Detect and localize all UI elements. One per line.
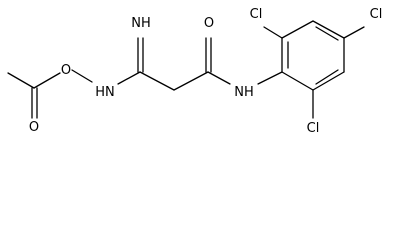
- atom-oxime-o: O: [61, 63, 71, 78]
- atom-acetyl-carbonyl-o: O: [29, 120, 39, 135]
- bond-o-n: [71, 69, 93, 83]
- ring-inner-double-2: [315, 26, 339, 41]
- atom-hydrazide-nh: HN: [95, 85, 115, 100]
- molecule-diagram: O HN NH O NH O Cl Cl Cl: [7, 7, 383, 136]
- atom-imine-nh: NH: [131, 16, 151, 31]
- atom-cl-para: Cl: [370, 7, 383, 22]
- structure-canvas: O HN NH O NH O Cl Cl Cl: [7, 7, 383, 136]
- bond-acetyl-c-o-ester: [33, 72, 61, 89]
- bond-ch2-carbonyl: [173, 71, 209, 91]
- bond-n-amidine-c: [117, 71, 141, 85]
- ring-bond-c5-c6: [312, 71, 345, 91]
- bond-amidine-ch2: [139, 71, 175, 91]
- bond-ring-cl-para: [343, 26, 365, 39]
- ring-bond-c6-c1: [281, 71, 314, 91]
- bond-nh-ring: [257, 71, 283, 85]
- ring-inner-double-3: [315, 69, 339, 85]
- bond-carbonyl-nh: [207, 71, 231, 85]
- atom-cl-ortho-bottom: Cl: [307, 121, 320, 136]
- ring-bond-c2-c3: [281, 20, 314, 39]
- ring-bond-c3-c4: [312, 20, 345, 39]
- atom-amide-nh: NH: [234, 85, 254, 100]
- bond-ring-cl-top: [263, 26, 283, 39]
- atom-cl-ortho-top: Cl: [250, 7, 263, 22]
- atom-amide-carbonyl-o: O: [204, 16, 214, 31]
- bond-methyl-carbonyl: [7, 72, 35, 89]
